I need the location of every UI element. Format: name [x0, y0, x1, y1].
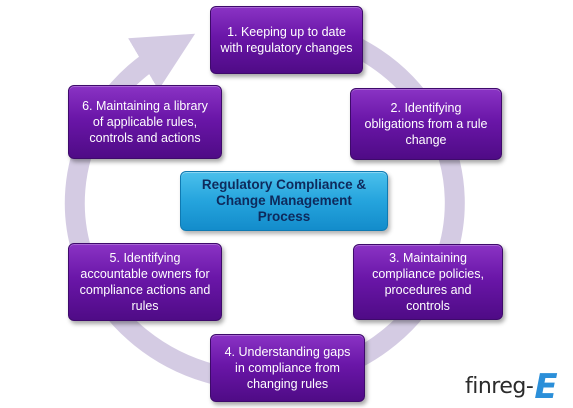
finreg-e-logo: finreg- E — [465, 362, 569, 404]
step-5-box: 5. Identifying accountable owners for co… — [68, 243, 222, 321]
center-title: Regulatory Compliance & Change Managemen… — [201, 176, 367, 225]
step-2-label: 2. Identifying obligations from a rule c… — [364, 100, 488, 148]
step-1-box: 1. Keeping up to date with regulatory ch… — [210, 6, 363, 74]
step-6-box: 6. Maintaining a library of applicable r… — [68, 85, 222, 159]
center-title-box: Regulatory Compliance & Change Managemen… — [180, 171, 388, 231]
step-4-label: 4. Understanding gaps in compliance from… — [224, 344, 351, 392]
step-4-box: 4. Understanding gaps in compliance from… — [210, 334, 365, 402]
step-3-label: 3. Maintaining compliance policies, proc… — [372, 250, 484, 314]
logo-mark: E — [534, 367, 558, 407]
step-1-label: 1. Keeping up to date with regulatory ch… — [220, 24, 353, 55]
step-5-label: 5. Identifying accountable owners for co… — [79, 250, 211, 314]
step-2-box: 2. Identifying obligations from a rule c… — [350, 88, 502, 160]
logo-text: finreg- — [465, 374, 534, 399]
step-3-box: 3. Maintaining compliance policies, proc… — [353, 244, 503, 320]
step-6-label: 6. Maintaining a library of applicable r… — [82, 98, 208, 146]
